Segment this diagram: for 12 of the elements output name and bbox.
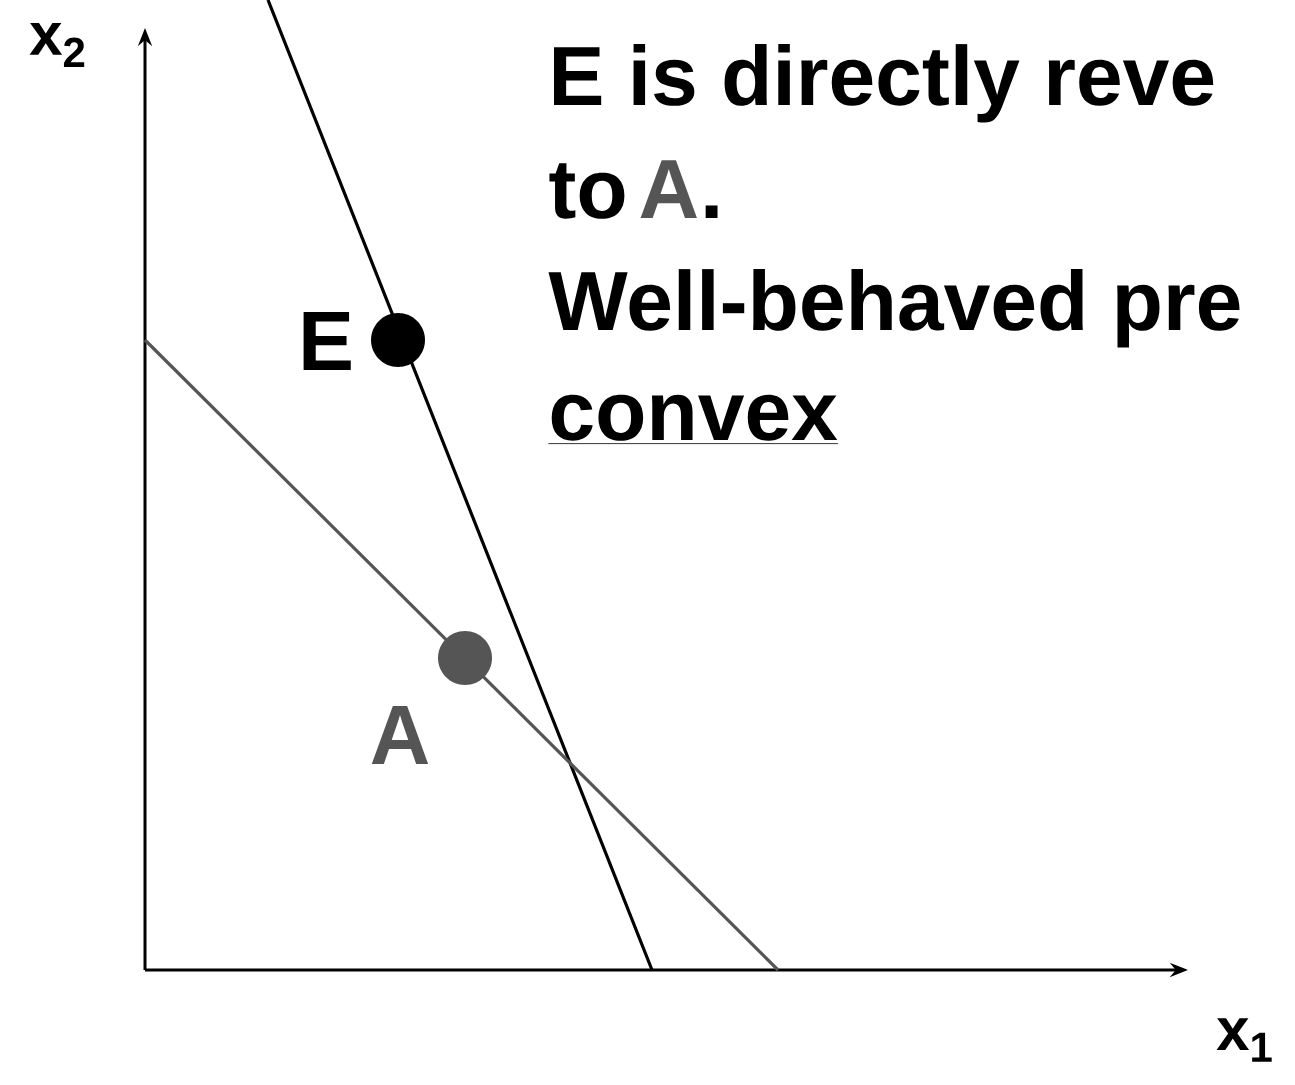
axis-label: x$_{2}$ bbox=[29, 23, 85, 67]
heading-text: A bbox=[640, 160, 697, 218]
heading-text: Well-behaved pre bbox=[548, 269, 1240, 348]
axis-label: x$_{1}$ bbox=[1216, 1018, 1272, 1062]
point-label: E bbox=[303, 312, 351, 370]
point-label: A bbox=[371, 706, 429, 764]
point-dot bbox=[371, 313, 425, 367]
heading-text: to bbox=[549, 163, 625, 219]
point-dot bbox=[438, 631, 492, 685]
heading-text: . bbox=[705, 205, 718, 218]
heading-text: convex bbox=[548, 394, 839, 444]
heading-text: E is directly reve bbox=[554, 44, 1214, 123]
